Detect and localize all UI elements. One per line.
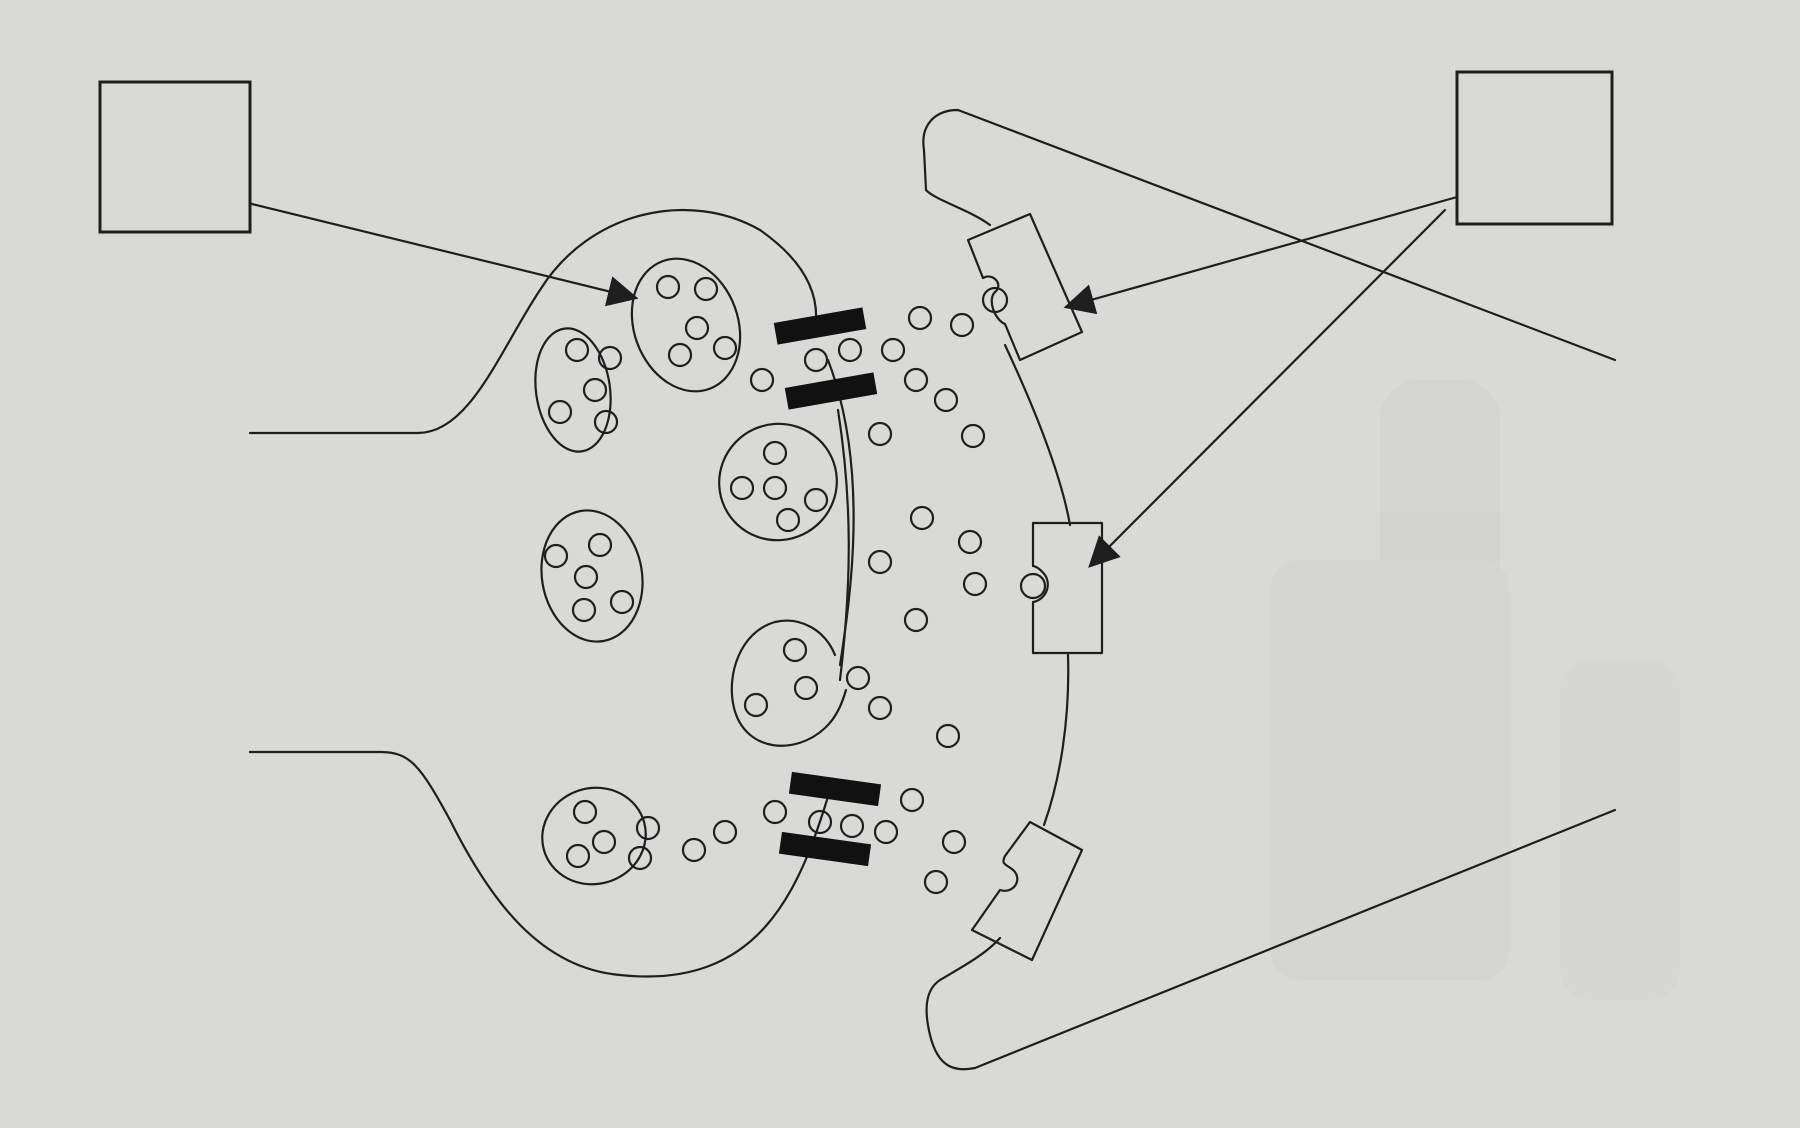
- neurotransmitter: [693, 276, 719, 302]
- neurotransmitter: [880, 337, 906, 363]
- neurotransmitter: [729, 475, 755, 501]
- neurotransmitter: [933, 387, 959, 413]
- neurotransmitter: [547, 399, 573, 425]
- neurotransmitter: [572, 799, 598, 825]
- fusing-vesicle: [730, 619, 848, 747]
- neurotransmitter: [949, 312, 975, 338]
- paper-bleed-through: [1270, 380, 1680, 1000]
- arrow-to-receptor-top: [1063, 195, 1459, 315]
- neurotransmitter: [627, 845, 653, 871]
- channel-block: [784, 372, 878, 410]
- receptor-top: [966, 212, 1084, 362]
- neurotransmitter: [655, 274, 681, 300]
- neurotransmitter: [907, 305, 933, 331]
- label-box-right[interactable]: [1455, 70, 1614, 226]
- neurotransmitter: [903, 367, 929, 393]
- neurotransmitter: [565, 843, 591, 869]
- neurotransmitter: [573, 564, 599, 590]
- vesicle: [534, 327, 612, 453]
- neurotransmitter: [957, 529, 983, 555]
- presynaptic-membrane: [836, 408, 850, 682]
- receptors: [966, 212, 1104, 962]
- bound-neurotransmitter: [981, 286, 1009, 314]
- neurotransmitter: [867, 549, 893, 575]
- neurotransmitter: [712, 335, 738, 361]
- neurotransmitter: [899, 787, 925, 813]
- neurotransmitter: [587, 532, 613, 558]
- neurotransmitter: [775, 507, 801, 533]
- neurotransmitter: [743, 692, 769, 718]
- neurotransmitter: [543, 543, 569, 569]
- presynaptic-terminal-outline: [248, 208, 855, 978]
- neurotransmitter: [635, 815, 661, 841]
- neurotransmitter: [667, 342, 693, 368]
- neurotransmitter: [909, 505, 935, 531]
- neurotransmitter: [903, 607, 929, 633]
- neurotransmitter: [867, 421, 893, 447]
- neurotransmitter: [762, 799, 788, 825]
- neurotransmitter: [782, 637, 808, 663]
- channel-block: [773, 307, 867, 345]
- neurotransmitter: [837, 337, 863, 363]
- vesicles-group: [534, 257, 871, 886]
- membrane-channels: [773, 307, 882, 867]
- neurotransmitter: [591, 829, 617, 855]
- vesicle: [541, 786, 647, 886]
- neurotransmitter: [839, 813, 865, 839]
- arrow-to-receptor-middle: [1088, 208, 1447, 568]
- vesicle: [718, 422, 838, 542]
- neurotransmitter: [873, 819, 899, 845]
- neurotransmitter: [845, 665, 871, 691]
- neurotransmitter: [684, 315, 710, 341]
- vesicle: [540, 509, 644, 643]
- arrow-to-vesicle: [250, 202, 639, 307]
- neurotransmitter: [609, 589, 635, 615]
- neurotransmitter: [582, 377, 608, 403]
- neurotransmitter: [793, 675, 819, 701]
- neurotransmitter: [712, 819, 738, 845]
- channel-block: [778, 831, 872, 867]
- bound-neurotransmitter: [1019, 572, 1047, 600]
- receptor-bottom: [970, 820, 1084, 962]
- neurotransmitter: [593, 409, 619, 435]
- neurotransmitter: [935, 723, 961, 749]
- neurotransmitter: [571, 597, 597, 623]
- neurotransmitter: [960, 423, 986, 449]
- neurotransmitter: [597, 345, 623, 371]
- receptor-middle: [1031, 521, 1104, 655]
- neurotransmitter: [867, 695, 893, 721]
- neurotransmitter: [762, 440, 788, 466]
- neurotransmitter: [962, 571, 988, 597]
- neurotransmitter: [762, 475, 788, 501]
- postsynaptic-cell-outline: [922, 108, 1617, 1071]
- vesicle: [630, 257, 742, 393]
- neurotransmitter: [749, 367, 775, 393]
- neurotransmitter: [923, 869, 949, 895]
- neurotransmitter: [803, 487, 829, 513]
- neurotransmitter: [803, 347, 829, 373]
- cleft-neurotransmitters: [681, 305, 988, 895]
- channel-block: [788, 771, 882, 807]
- neurotransmitter: [807, 809, 833, 835]
- neurotransmitter: [941, 829, 967, 855]
- neurotransmitter: [681, 837, 707, 863]
- label-box-left[interactable]: [98, 80, 252, 234]
- neurotransmitter: [564, 337, 590, 363]
